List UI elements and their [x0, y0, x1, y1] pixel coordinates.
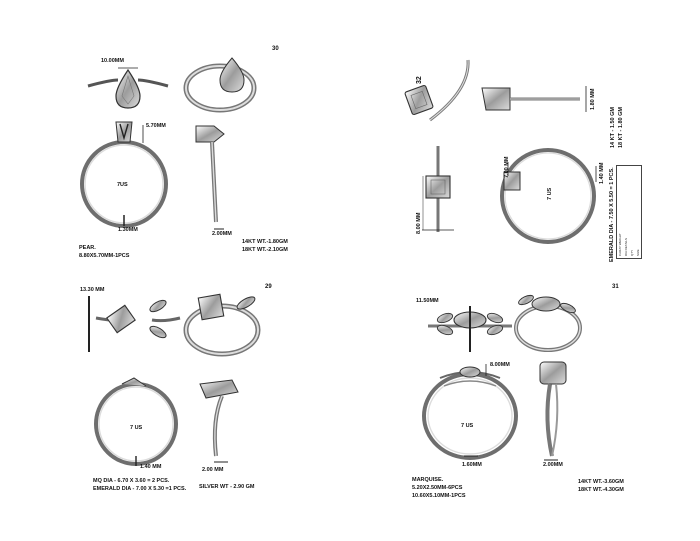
dimension-label: 10.00MM	[101, 58, 124, 64]
metal-weight: 18KT WT.-2.10GM	[242, 247, 288, 253]
stone-spec: EMERALD DIA - 7.50 X 5.50 = 1 PCS.	[609, 167, 615, 262]
metal-weight: 14 KT - 1.50 GM	[610, 107, 616, 148]
ring-size-label: 7 US	[130, 425, 143, 431]
stone-spec: MARQUISE.	[412, 477, 444, 483]
table-header-cell: SIZE	[636, 249, 640, 256]
metal-weight: 14KT WT.-1.80GM	[242, 239, 288, 245]
ring-30-perspective	[183, 57, 257, 113]
ring-30-top-view	[87, 68, 169, 109]
stone-spec: EMERALD DIA - 7.00 X 5.30 =1 PCS.	[93, 486, 187, 492]
ring-29-perspective	[183, 293, 261, 357]
stone-details-table: CARAT WEIGHT DIA DETAILS QTY SIZE	[616, 165, 642, 259]
metal-weight: 18 KT - 1.80 GM	[618, 107, 624, 148]
stone-spec: 8.80X5.70MM-1PCS	[79, 253, 130, 259]
ring-30-side-view	[195, 125, 225, 230]
ring-size-label: 7 US	[461, 423, 474, 429]
ring-30-front-view	[80, 121, 168, 228]
ring-31-side-view	[539, 361, 567, 461]
metal-weight: 18KT WT.-4.30GM	[578, 487, 624, 493]
ring-size-label: 7US	[117, 182, 128, 188]
stone-spec: PEAR.	[79, 245, 96, 251]
stone-spec: MQ DIA - 6.70 X 3.60 = 2 PCS.	[93, 478, 170, 484]
ring-size-label: 7 US	[547, 187, 553, 200]
dimension-label: 5.70MM	[146, 123, 166, 129]
dimension-label: 1.30MM	[118, 227, 138, 233]
ring-32-front-view	[500, 148, 597, 244]
dimension-label: 7.00 MM	[504, 156, 510, 178]
sheet-number: 29	[265, 284, 272, 290]
table-header-cell: QTY	[630, 249, 634, 256]
dimension-label: 8.00MM	[490, 362, 510, 368]
sheet-number: 32	[416, 76, 423, 84]
dimension-label: 1.40 MM	[140, 464, 162, 470]
dimension-label: 2.00MM	[543, 462, 563, 468]
ring-29-front-view	[94, 377, 178, 466]
dimension-label: 2.00 MM	[202, 467, 224, 473]
ring-31-perspective	[514, 294, 582, 352]
sheet-number: 30	[272, 46, 279, 52]
dimension-label: 11.50MM	[416, 298, 439, 304]
metal-weight: SILVER WT - 2.90 GM	[199, 484, 255, 490]
ring-32-perspective	[404, 59, 470, 122]
ring-31-top-view	[428, 306, 512, 352]
dimension-label: 13.30 MM	[80, 287, 105, 293]
stone-spec: 10.60X5.10MM-1PCS	[412, 493, 466, 499]
metal-weight: 14KT WT.-3.60GM	[578, 479, 624, 485]
ring-31-front-view	[422, 364, 518, 460]
ring-29-side-view	[199, 379, 239, 463]
dimension-label: 1.40 MM	[599, 162, 605, 184]
table-header-cell: CARAT WEIGHT	[618, 233, 622, 256]
dimension-label: 1.60MM	[462, 462, 482, 468]
ring-29-top-view	[95, 299, 181, 339]
sheet-number: 31	[612, 284, 619, 290]
dimension-label: 8.00 MM	[416, 212, 422, 234]
dimension-label: 1.80 MM	[590, 88, 596, 110]
ring-32-side-view	[481, 86, 587, 112]
ring-32-top-view	[422, 146, 454, 232]
table-header-cell: DIA DETAILS	[624, 238, 628, 256]
dimension-label: 2.00MM	[212, 231, 232, 237]
stone-spec: 5.20X2.50MM-6PCS	[412, 485, 463, 491]
